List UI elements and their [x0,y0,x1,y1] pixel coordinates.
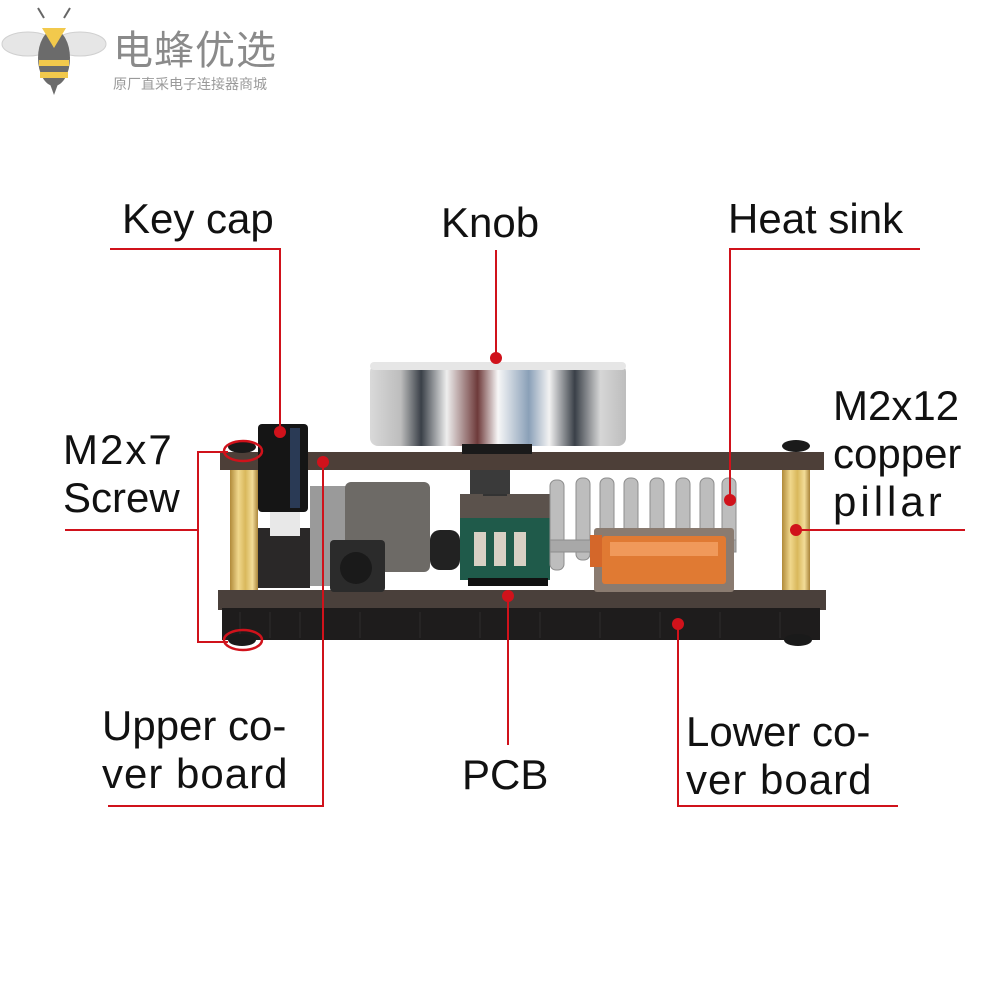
label-pillar: M2x12 copper pillar [833,382,961,526]
label-pillar-line2: copper [833,430,962,477]
dot-knob [490,352,502,364]
label-upper-line1: Upper co- [102,702,287,749]
leader-lower-cover [677,624,898,807]
copper-pillar-left [228,441,258,646]
leader-dots [274,352,802,630]
label-upper-line2: ver board [102,750,289,797]
label-screw-line2: Screw [63,474,180,521]
leader-heat-sink [729,248,920,500]
label-key-cap: Key cap [122,195,274,242]
dot-key-cap [274,426,286,438]
bee-icon [1,7,107,95]
label-pillar-line3: pillar [833,478,946,525]
label-pcb: PCB [462,751,549,798]
leader-key-cap [110,248,281,432]
lower-cover-board [218,590,826,640]
dot-pcb [502,590,514,602]
upper-cover-board [220,452,824,470]
leader-lines [65,248,965,807]
brand-logo: 电蜂优选 原厂直采电子连接器商城 [0,0,320,110]
label-pillar-line1: M2x12 [833,382,960,429]
brand-tagline: 原厂直采电子连接器商城 [113,77,267,93]
dot-pillar [790,524,802,536]
label-lower-cover: Lower co- ver board [686,708,872,804]
brand-name: 电蜂优选 [113,28,277,74]
knob [370,362,626,494]
label-lower-line2: ver board [686,756,873,803]
label-knob: Knob [441,199,540,246]
leader-upper-cover [108,462,324,807]
label-heat-sink: Heat sink [728,195,904,242]
label-upper-cover: Upper co- ver board [102,702,288,798]
label-screw: M2x7 Screw [63,426,180,522]
leader-screw-bracket [197,451,228,643]
label-lower-line1: Lower co- [686,708,871,755]
key-cap [258,424,308,512]
dot-heat-sink [724,494,736,506]
dot-lower-cover [672,618,684,630]
label-screw-line1: M2x7 [63,426,174,473]
dot-upper-cover [317,456,329,468]
usb-port [590,528,734,592]
screw-highlight-rings [222,439,264,652]
